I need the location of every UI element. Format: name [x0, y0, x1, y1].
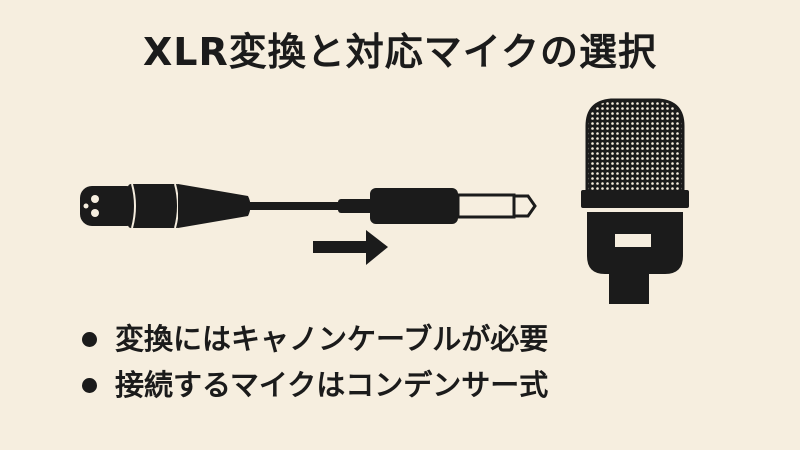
bullet-item: 変換にはキャノンケーブルが必要 [82, 316, 548, 362]
bullet-list: 変換にはキャノンケーブルが必要 接続するマイクはコンデンサー式 [82, 316, 548, 408]
page-title: XLR変換と対応マイクの選択 [142, 30, 657, 74]
xlr-to-phone-plug-cable-icon [80, 183, 537, 265]
bullet-text: 変換にはキャノンケーブルが必要 [115, 322, 549, 356]
bullet-item: 接続するマイクはコンデンサー式 [82, 362, 548, 408]
bullet-text: 接続するマイクはコンデンサー式 [115, 368, 549, 402]
arrow-right-icon [313, 230, 388, 265]
bullet-dot-icon [82, 331, 97, 347]
condenser-microphone-icon [581, 98, 689, 304]
bullet-dot-icon [82, 377, 97, 393]
